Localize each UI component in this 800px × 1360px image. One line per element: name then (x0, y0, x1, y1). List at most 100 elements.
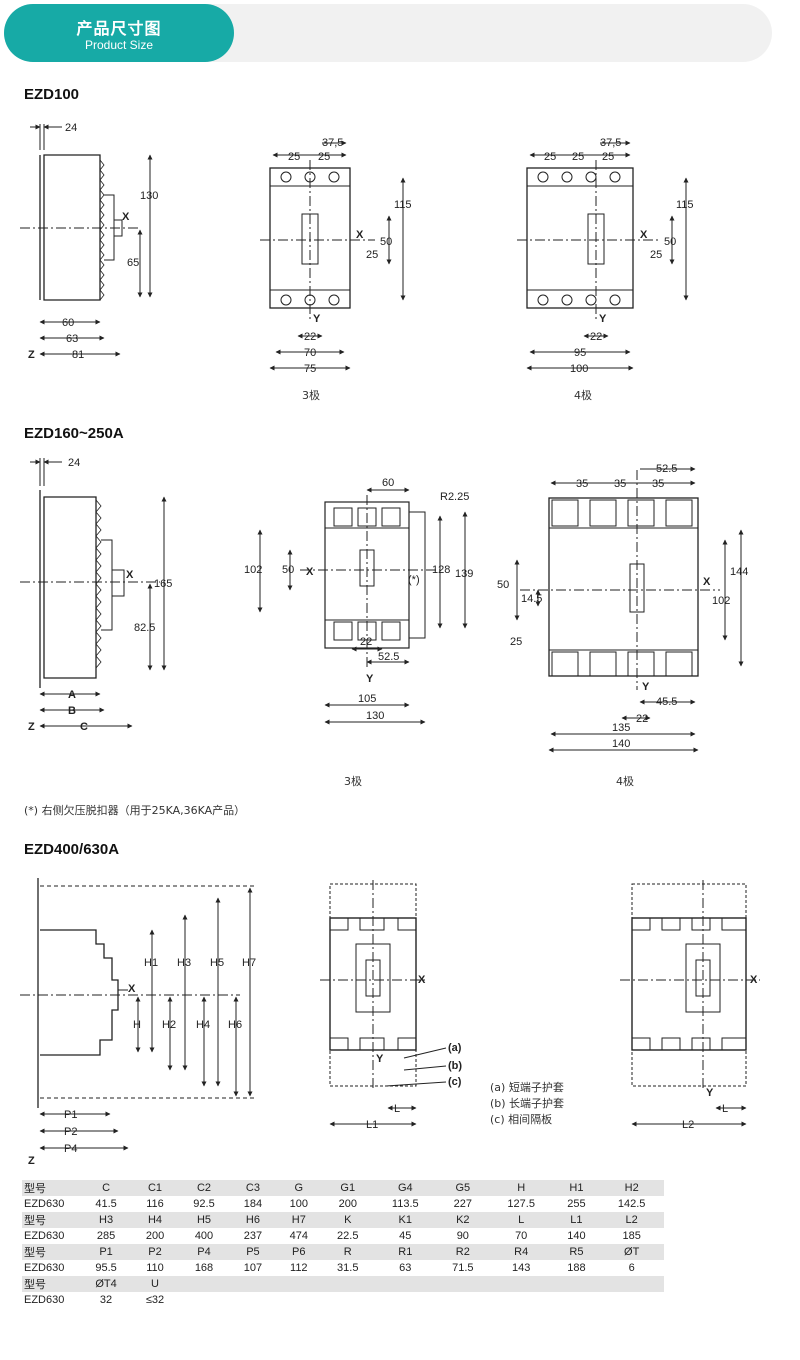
table-cell: 90 (436, 1228, 489, 1244)
table-cell: P5 (230, 1244, 276, 1260)
table-cell: EZD630 (22, 1260, 80, 1276)
dim-label: 25 (510, 636, 522, 648)
dim-label: 25 (366, 249, 378, 261)
dim-label: 52.5 (656, 463, 677, 475)
table-cell (436, 1276, 489, 1292)
table-cell: 140 (553, 1228, 600, 1244)
table-cell (321, 1276, 374, 1292)
table-cell: L (488, 1212, 554, 1228)
table-cell: R1 (373, 1244, 437, 1260)
dim-label: 50 (664, 236, 676, 248)
table-cell: C3 (230, 1180, 276, 1196)
header-title-en: Product Size (84, 38, 154, 52)
dim-label: 81 (72, 349, 84, 361)
ezd100-side-view (20, 124, 153, 357)
table-cell (275, 1292, 322, 1308)
dim-label: 60 (62, 317, 74, 329)
dim-label: L1 (366, 1119, 378, 1131)
footnote-undervoltage: (*) 右侧欠压脱扣器（用于25KA,36KA产品） (24, 804, 246, 817)
caption-ezd100-3p: 3极 (302, 389, 320, 402)
dim-label: 65 (127, 257, 139, 269)
dim-label: P2 (64, 1126, 77, 1138)
section-title-ezd100: EZD100 (24, 86, 80, 103)
table-cell: H3 (80, 1212, 133, 1228)
table-cell: 70 (488, 1228, 554, 1244)
table-cell (599, 1292, 664, 1308)
axis-label: X (418, 974, 426, 986)
axis-label: X (306, 566, 314, 578)
table-cell: H (488, 1180, 554, 1196)
table-cell: P2 (132, 1244, 178, 1260)
dim-label: 100 (570, 363, 588, 375)
table-cell: K (321, 1212, 374, 1228)
dim-label: 75 (304, 363, 316, 375)
dim-label: 25 (318, 151, 330, 163)
dim-label: 102 (712, 595, 730, 607)
table-cell: 112 (275, 1260, 322, 1276)
dim-label: 115 (676, 199, 694, 211)
dim-label: R2.25 (440, 491, 469, 503)
dim-label: 95 (574, 347, 586, 359)
table-cell: 100 (275, 1196, 322, 1212)
axis-label: X (356, 229, 364, 241)
table-cell: G4 (373, 1180, 437, 1196)
table-cell: 474 (275, 1228, 322, 1244)
ezd160-3p-front-view (257, 487, 468, 725)
table-cell: G (275, 1180, 322, 1196)
table-cell: P6 (275, 1244, 322, 1260)
dim-label: 140 (612, 738, 630, 750)
dim-label: 14.5 (521, 593, 542, 605)
table-cell: 32 (80, 1292, 133, 1308)
table-cell (230, 1276, 276, 1292)
table-cell: P4 (177, 1244, 231, 1260)
table-cell: 6 (599, 1260, 664, 1276)
table-cell (230, 1292, 276, 1308)
dim-label: 70 (304, 347, 316, 359)
dim-label: 24 (65, 122, 77, 134)
dim-label: L2 (682, 1119, 694, 1131)
table-cell (373, 1276, 437, 1292)
dim-label: H5 (210, 957, 224, 969)
dim-label: 105 (358, 693, 376, 705)
table-cell: 95.5 (80, 1260, 133, 1276)
dim-label: 82.5 (134, 622, 155, 634)
table-cell: 型号 (22, 1276, 80, 1292)
section-title-ezd400: EZD400/630A (24, 841, 120, 858)
table-cell: 185 (599, 1228, 664, 1244)
table-cell: 41.5 (80, 1196, 133, 1212)
table-cell: 237 (230, 1228, 276, 1244)
dim-label: 22 (636, 713, 648, 725)
table-cell: R (321, 1244, 374, 1260)
table-cell: C2 (177, 1180, 231, 1196)
dim-label: 22 (590, 331, 602, 343)
dim-label: 135 (612, 722, 630, 734)
table-cell: H2 (599, 1180, 664, 1196)
table-cell: 168 (177, 1260, 231, 1276)
legend-item: (a) 短端子护套 (490, 1081, 564, 1094)
table-cell (177, 1276, 231, 1292)
dim-label: L (394, 1103, 400, 1115)
table-cell: 92.5 (177, 1196, 231, 1212)
axis-label: Y (376, 1053, 384, 1065)
dim-label: 50 (497, 579, 509, 591)
table-cell: H4 (132, 1212, 178, 1228)
header-title-badge: 产品尺寸图 Product Size (4, 4, 234, 62)
table-cell: EZD630 (22, 1196, 80, 1212)
dim-label: 144 (730, 566, 748, 578)
dim-label: 37,5 (322, 137, 343, 149)
caption-ezd160-4p: 4极 (616, 775, 634, 788)
dim-label: 50 (380, 236, 392, 248)
dim-label: 35 (576, 478, 588, 490)
dim-label: 22 (360, 636, 372, 648)
ezd400-3p-front-view (320, 880, 447, 1127)
dim-label: 37,5 (600, 137, 621, 149)
table-cell: 110 (132, 1260, 178, 1276)
table-cell: 型号 (22, 1180, 80, 1196)
dim-label: 130 (140, 190, 158, 202)
dim-label: 25 (572, 151, 584, 163)
axis-label: Y (706, 1087, 714, 1099)
